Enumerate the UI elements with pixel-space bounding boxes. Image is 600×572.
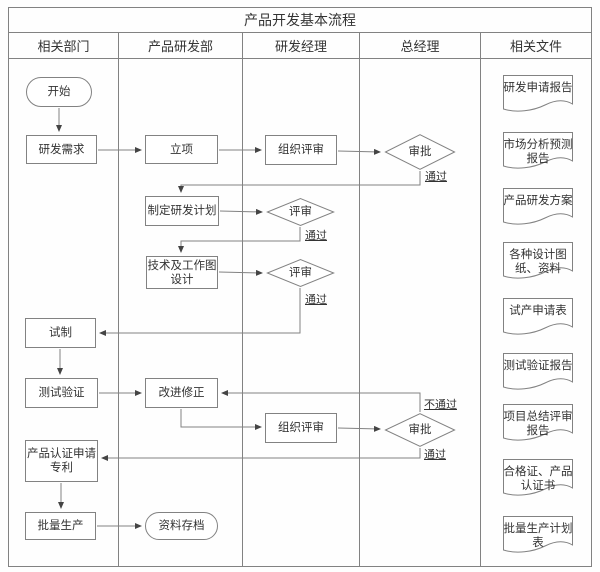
doc-trial-production-application: 试产申请表 (503, 298, 573, 340)
node-trial-production: 试制 (25, 318, 96, 348)
node-mass-production: 批量生产 (25, 512, 96, 540)
header-divider (8, 58, 592, 59)
document-shape-icon (503, 298, 573, 335)
document-shape-icon (503, 516, 573, 553)
node-project-initiation: 立项 (145, 135, 218, 164)
lane-divider-1 (118, 32, 119, 566)
doc-label: 合格证、产品 认证书 (503, 466, 573, 492)
node-rnd-demand: 研发需求 (26, 135, 97, 164)
document-shape-icon (503, 404, 573, 441)
node-review-decision-2: 评审 (266, 259, 335, 287)
document-shape-icon (503, 242, 573, 279)
edge-label-pass-4: 通过 (424, 449, 446, 461)
doc-label: 产品研发方案 (503, 195, 573, 207)
node-make-rnd-plan-label: 制定研发计划 (147, 205, 217, 217)
node-organize-review-2-label: 组织评审 (278, 422, 324, 434)
lane-header-rnd-manager: 研发经理 (274, 38, 327, 54)
node-make-rnd-plan: 制定研发计划 (145, 196, 219, 226)
node-approval-decision-2: 审批 (384, 413, 456, 447)
node-improve-correct: 改进修正 (145, 378, 218, 408)
doc-label: 研发申请报告 (503, 82, 573, 94)
edge-label-pass-3: 通过 (305, 294, 327, 306)
lane-header-rnd-dept: 产品研发部 (147, 38, 213, 54)
node-rnd-demand-label: 研发需求 (38, 143, 85, 156)
edge-label-pass-2: 通过 (305, 230, 327, 242)
node-trial-production-label: 试制 (49, 327, 72, 339)
diamond-shape-icon (384, 413, 456, 447)
doc-project-summary-review: 项目总结评审 报告 (503, 404, 573, 446)
node-start-label: 开始 (47, 86, 71, 98)
doc-label: 各种设计图 纸、资料 (509, 249, 567, 275)
doc-market-analysis-forecast: 市场分析预测 报告 (503, 132, 573, 174)
node-certification-patent: 产品认证申请 专利 (25, 440, 98, 482)
title-divider (8, 32, 592, 33)
node-tech-drawing-design-label: 技术及工作图 设计 (147, 259, 217, 286)
node-tech-drawing-design: 技术及工作图 设计 (146, 256, 218, 289)
node-improve-correct-label: 改进修正 (158, 387, 205, 399)
document-shape-icon (503, 75, 573, 112)
node-start-terminator: 开始 (26, 77, 92, 107)
lane-divider-4 (480, 32, 481, 566)
doc-product-rnd-plan: 产品研发方案 (503, 188, 573, 230)
lane-divider-2 (242, 32, 243, 566)
node-approval-decision-1: 审批 (384, 134, 456, 170)
node-test-verification: 测试验证 (25, 378, 98, 408)
node-test-verification-label: 测试验证 (38, 387, 85, 399)
diamond-shape-icon (266, 198, 335, 226)
node-archive-label: 资料存档 (158, 520, 205, 532)
lane-header-departments: 相关部门 (37, 38, 90, 54)
doc-mass-production-schedule: 批量生产计划 表 (503, 516, 573, 558)
diamond-shape-icon (266, 259, 335, 287)
doc-rnd-application-report: 研发申请报告 (503, 75, 573, 117)
node-review-decision-1: 评审 (266, 198, 335, 226)
node-review-decision-2-label: 评审 (289, 267, 312, 279)
lane-header-general-manager: 总经理 (400, 38, 440, 54)
document-shape-icon (503, 459, 573, 496)
node-approval-decision-1-label: 审批 (408, 146, 432, 158)
lane-header-documents: 相关文件 (509, 38, 562, 54)
chart-title: 产品开发基本流程 (244, 11, 356, 28)
node-organize-review-1: 组织评审 (265, 135, 337, 165)
node-mass-production-label: 批量生产 (37, 520, 84, 532)
document-shape-icon (503, 188, 573, 225)
doc-design-drawings-materials: 各种设计图 纸、资料 (503, 242, 573, 284)
doc-label: 试产申请表 (509, 305, 567, 317)
node-project-initiation-label: 立项 (170, 143, 193, 156)
document-shape-icon (503, 132, 573, 169)
node-organize-review-2: 组织评审 (265, 413, 337, 443)
doc-label: 测试验证报告 (503, 360, 573, 372)
doc-label: 项目总结评审 报告 (503, 411, 573, 437)
node-archive-terminator: 资料存档 (145, 512, 218, 540)
node-review-decision-1-label: 评审 (289, 206, 312, 218)
outer-border (8, 7, 592, 567)
doc-certificates: 合格证、产品 认证书 (503, 459, 573, 501)
doc-test-verification-report: 测试验证报告 (503, 353, 573, 395)
document-shape-icon (503, 353, 573, 390)
node-approval-decision-2-label: 审批 (408, 424, 432, 436)
doc-label: 批量生产计划 表 (503, 523, 573, 549)
diamond-shape-icon (384, 134, 456, 170)
edge-label-fail: 不通过 (424, 399, 457, 411)
edge-label-pass-1: 通过 (425, 171, 447, 183)
node-certification-patent-label: 产品认证申请 专利 (27, 448, 96, 474)
doc-label: 市场分析预测 报告 (503, 139, 573, 165)
lane-divider-3 (359, 32, 360, 566)
node-organize-review-1-label: 组织评审 (278, 144, 324, 156)
